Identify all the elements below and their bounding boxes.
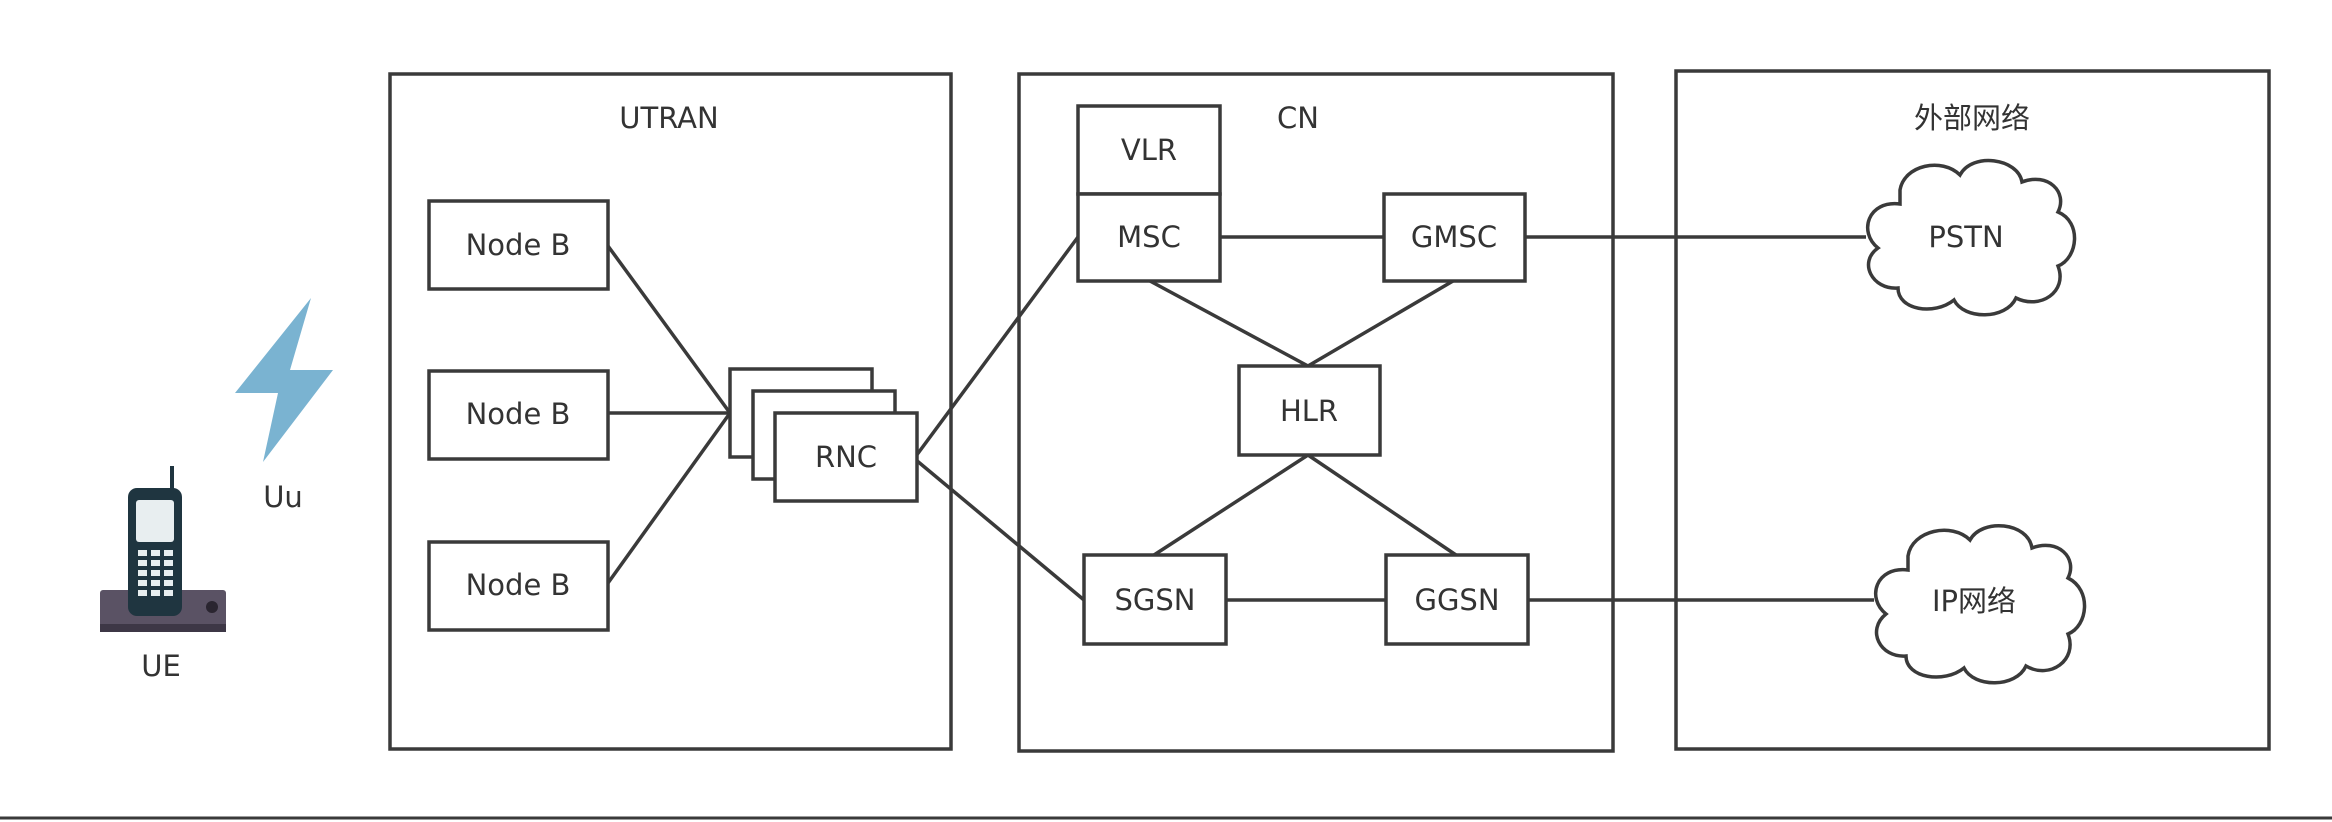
ggsn-node: GGSN: [1384, 553, 1530, 646]
edge-hlr-ggsn: [1307, 453, 1457, 557]
phone-screen: [136, 500, 174, 542]
edge-rnc-msc: [914, 235, 1080, 458]
edge-nodeb3-rnc: [606, 411, 732, 585]
lightning-icon: [235, 298, 333, 462]
ggsn-label: GGSN: [1414, 583, 1499, 617]
edge-nodeb1-rnc: [606, 244, 732, 415]
phone-base-button: [206, 601, 218, 613]
sgsn-label: SGSN: [1115, 583, 1196, 617]
node-b-1-label: Node B: [466, 228, 571, 262]
sgsn-node: SGSN: [1082, 553, 1228, 646]
pstn-cloud: PSTN: [1866, 158, 2077, 317]
rnc-node: [773, 411, 919, 503]
phone-keypad: [138, 550, 173, 596]
edge-msc-hlr: [1149, 279, 1309, 368]
pstn-cloud-icon: [1866, 158, 2077, 317]
edge-rnc-sgsn: [914, 458, 1086, 602]
utran-title: UTRAN: [619, 101, 718, 135]
connections: [606, 235, 1874, 602]
msc-node: MSC: [1076, 192, 1222, 283]
pstn-label: PSTN: [1928, 220, 2003, 254]
external-network-frame: [1674, 69, 2271, 751]
node-b-1: Node B: [427, 199, 610, 291]
ue-phone-icon: [100, 466, 226, 632]
phone-base-shadow: [100, 624, 226, 632]
ue-label: UE: [141, 649, 181, 683]
ip-network-cloud-icon: [1874, 524, 2087, 685]
uu-label: Uu: [263, 480, 303, 514]
node-b-3: Node B: [427, 540, 610, 632]
external-network-title: 外部网络: [1914, 101, 2030, 135]
rnc-stack: RNC: [728, 367, 919, 503]
cn-frame: [1017, 72, 1615, 753]
cn-title: CN: [1277, 101, 1319, 135]
node-b-3-label: Node B: [466, 568, 571, 602]
ip-network-cloud: IP网络: [1874, 524, 2087, 685]
edge-gmsc-hlr: [1307, 279, 1454, 368]
vlr-node: VLR: [1076, 104, 1222, 196]
hlr-label: HLR: [1280, 394, 1338, 428]
ip-network-label: IP网络: [1932, 584, 2016, 618]
node-b-2-label: Node B: [466, 397, 571, 431]
edge-hlr-sgsn: [1153, 453, 1309, 557]
msc-label: MSC: [1117, 220, 1181, 254]
node-b-2: Node B: [427, 369, 610, 461]
gmsc-label: GMSC: [1411, 220, 1497, 254]
vlr-label: VLR: [1121, 133, 1177, 167]
rnc-label: RNC: [815, 440, 877, 474]
hlr-node: HLR: [1237, 364, 1382, 457]
gmsc-node: GMSC: [1382, 192, 1527, 283]
